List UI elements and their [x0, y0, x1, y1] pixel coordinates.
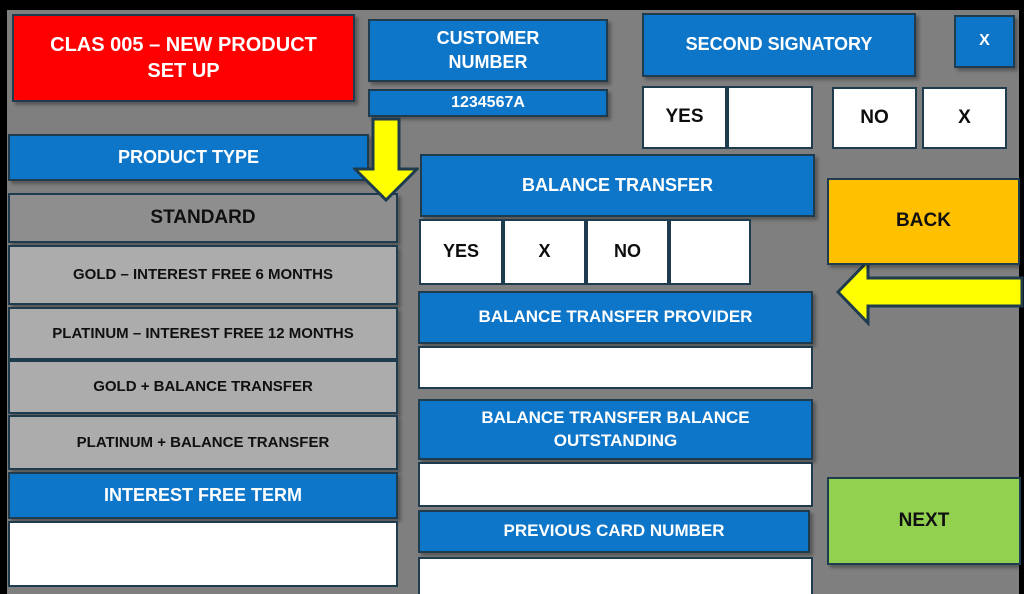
balance-transfer-yes-checkbox[interactable]: X: [503, 219, 586, 285]
back-button[interactable]: BACK: [827, 178, 1020, 265]
balance-transfer-yes-label[interactable]: YES: [419, 219, 503, 285]
interest-free-term-input[interactable]: [8, 521, 398, 587]
previous-card-number-header: PREVIOUS CARD NUMBER: [418, 510, 810, 553]
interest-free-term-header: INTEREST FREE TERM: [8, 472, 398, 519]
product-option-standard[interactable]: STANDARD: [8, 193, 398, 243]
page-title: CLAS 005 – NEW PRODUCT SET UP: [12, 14, 355, 102]
down-arrow-icon: [353, 117, 419, 202]
signatory-yes-checkbox[interactable]: [727, 86, 813, 149]
product-option-platinum-balance-transfer[interactable]: PLATINUM + BALANCE TRANSFER: [8, 415, 398, 470]
left-arrow-icon: [836, 258, 1024, 326]
product-option-platinum-12-months[interactable]: PLATINUM – INTEREST FREE 12 MONTHS: [8, 307, 398, 360]
close-button[interactable]: X: [954, 15, 1015, 68]
product-option-gold-balance-transfer[interactable]: GOLD + BALANCE TRANSFER: [8, 360, 398, 414]
signatory-yes-label[interactable]: YES: [642, 86, 727, 149]
balance-transfer-header: BALANCE TRANSFER: [420, 154, 815, 217]
customer-number-label: CUSTOMER NUMBER: [368, 19, 608, 82]
balance-transfer-provider-header: BALANCE TRANSFER PROVIDER: [418, 291, 813, 344]
balance-transfer-provider-input[interactable]: [418, 346, 813, 389]
balance-transfer-no-label[interactable]: NO: [586, 219, 669, 285]
previous-card-number-input[interactable]: [418, 557, 813, 594]
balance-outstanding-input[interactable]: [418, 462, 813, 507]
customer-number-value: 1234567A: [368, 89, 608, 117]
balance-transfer-no-checkbox[interactable]: [669, 219, 751, 285]
balance-outstanding-header: BALANCE TRANSFER BALANCE OUTSTANDING: [418, 399, 813, 460]
product-type-header: PRODUCT TYPE: [8, 134, 369, 181]
next-button[interactable]: NEXT: [827, 477, 1021, 565]
signatory-no-label[interactable]: NO: [832, 87, 917, 149]
product-option-gold-6-months[interactable]: GOLD – INTEREST FREE 6 MONTHS: [8, 245, 398, 305]
second-signatory-label: SECOND SIGNATORY: [642, 13, 916, 77]
signatory-no-checkbox[interactable]: X: [922, 87, 1007, 149]
